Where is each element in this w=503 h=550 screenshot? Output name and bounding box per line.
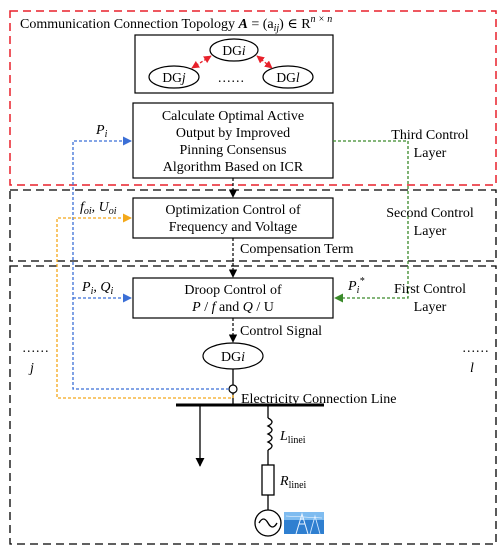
third-control-layer-frame: [9, 10, 497, 186]
power-grid-icon: [284, 512, 324, 535]
topology-link-i-j: [191, 55, 212, 69]
second-control-layer-frame: [9, 189, 497, 262]
optimal-active-output-box: [132, 102, 334, 179]
calc-box-line-1: Calculate Optimal Active: [162, 109, 304, 124]
compensation-term-label: Compensation Term: [240, 242, 354, 257]
other-dg-label-l: l: [470, 361, 474, 376]
inductor-symbol: [266, 417, 273, 451]
topology-ellipsis: ……: [218, 70, 245, 85]
pi-star-label: Pi*: [347, 276, 364, 296]
dg-node-label: DGi: [221, 350, 245, 365]
resistance-label: Rlinei: [279, 474, 307, 491]
pi-label-upper: Pi: [95, 123, 108, 140]
third-layer-label-2: Layer: [414, 146, 447, 161]
electricity-connection-line-label: Electricity Connection Line: [241, 392, 397, 407]
droop-box-line-2: P / f and Q / U: [191, 300, 274, 315]
topology-node-dgi: [209, 38, 259, 62]
pi-feedback-upper-line: [72, 136, 229, 390]
topology-node-dgl-label: DGl: [276, 70, 300, 85]
pi-qi-label: Pi, Qi: [81, 280, 113, 297]
topology-node-dgl: [262, 65, 314, 89]
resistor-symbol: [261, 464, 275, 496]
second-layer-label-1: Second Control: [386, 206, 474, 221]
droop-box-line-1: Droop Control of: [184, 283, 282, 298]
topology-title: Communication Connection Topology A = (a…: [20, 14, 332, 34]
opt-box-line-2: Frequency and Voltage: [169, 220, 298, 235]
first-control-layer-frame: [9, 265, 497, 545]
calc-box-line-3: Pinning Consensus: [180, 143, 287, 158]
measurement-point: [228, 384, 238, 394]
topology-link-i-l: [256, 55, 273, 69]
second-layer-label-2: Layer: [414, 224, 447, 239]
frequency-voltage-feedback-line: [56, 213, 234, 399]
topology-box: [134, 34, 334, 94]
inductance-label: Llinei: [279, 429, 306, 446]
first-layer-label-1: First Control: [394, 282, 466, 297]
opt-box-line-1: Optimization Control of: [165, 203, 301, 218]
first-layer-label-2: Layer: [414, 300, 447, 315]
optimization-control-box: [132, 197, 334, 239]
topology-node-dgj-label: DGj: [162, 70, 186, 85]
calc-box-line-2: Output by Improved: [176, 126, 290, 141]
topology-node-dgj: [148, 65, 200, 89]
third-layer-label-1: Third Control: [391, 128, 468, 143]
active-power-reference-line: [333, 140, 409, 303]
ac-wave-icon: [258, 518, 278, 528]
calc-box-line-4: Algorithm Based on ICR: [163, 160, 304, 175]
topology-node-dgi-label: DGi: [222, 43, 246, 58]
other-dg-dots-left: ……: [22, 340, 49, 355]
other-dg-label-j: j: [28, 361, 34, 376]
foi-uoi-label: foi, Uoi: [80, 200, 117, 217]
other-dg-dots-right: ……: [462, 340, 489, 355]
control-signal-label: Control Signal: [240, 324, 322, 339]
